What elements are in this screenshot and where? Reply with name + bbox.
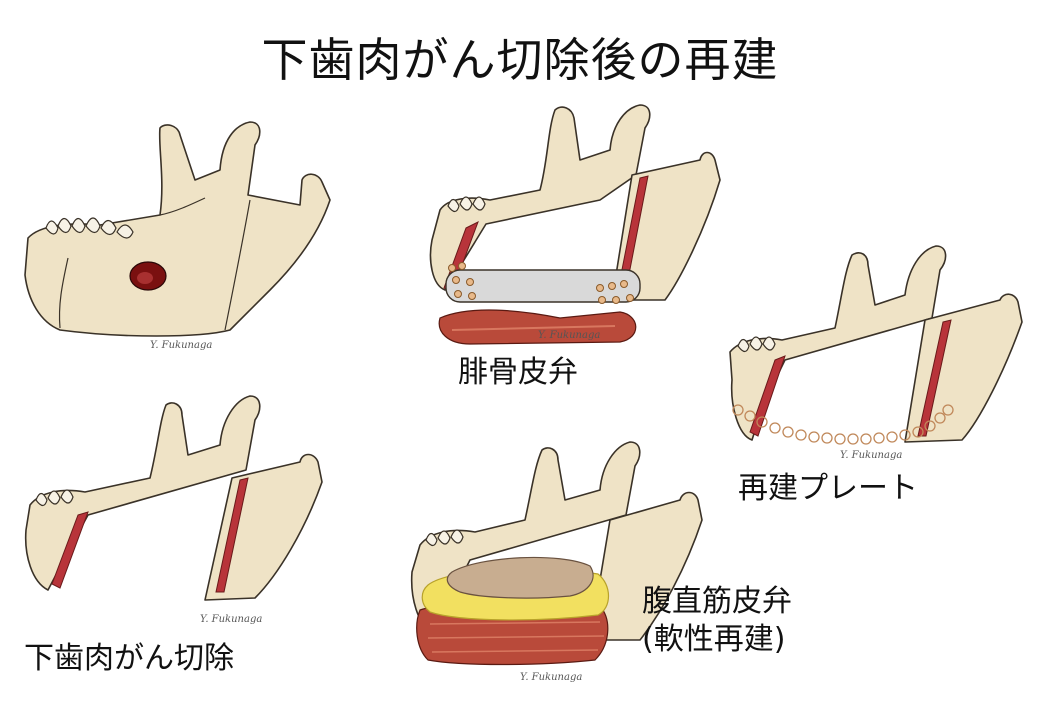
tooth — [437, 530, 451, 545]
rectus-flap-figure: Y. Fukunaga — [410, 441, 703, 683]
fibula-graft — [445, 269, 641, 303]
resection-margin — [215, 477, 249, 593]
tooth — [45, 220, 59, 235]
resection-margin — [749, 355, 786, 437]
tooth — [85, 217, 101, 234]
artist-signature: Y. Fukunaga — [520, 672, 582, 683]
tooth — [749, 336, 763, 351]
tooth — [35, 492, 48, 507]
flap-skin-paddle — [446, 556, 594, 599]
page-title: 下歯肉がん切除後の再建 — [261, 33, 779, 87]
tooth — [116, 224, 134, 239]
fixation-mini-plate — [448, 262, 634, 304]
label-fibula-flap: 腓骨皮弁 — [458, 355, 578, 390]
tooth — [425, 532, 438, 547]
reconstruction-plate-figure: Y. Fukunaga — [729, 245, 1023, 461]
label-reconstruction-plate: 再建プレート — [738, 471, 918, 506]
artist-signature: Y. Fukunaga — [840, 450, 902, 461]
resection-margin — [51, 511, 89, 589]
mandible-tumor-figure: Y. Fukunaga — [24, 121, 331, 351]
label-rectus-flap-line1: 腹直筋皮弁 — [642, 584, 792, 619]
artist-signature: Y. Fukunaga — [150, 340, 212, 351]
fibula-flap-figure: Y. Fukunaga — [429, 104, 721, 345]
artist-signature: Y. Fukunaga — [538, 330, 600, 341]
mandible-posterior-segment — [204, 453, 323, 601]
tooth — [60, 489, 74, 504]
tooth — [737, 338, 750, 353]
tooth — [762, 336, 776, 351]
mandible-posterior-segment — [904, 293, 1023, 443]
label-rectus-flap-line2: (軟性再建) — [642, 621, 786, 657]
label-rectus-flap: 腹直筋皮弁 (軟性再建) — [642, 583, 792, 658]
tooth — [57, 217, 72, 234]
tooth — [47, 490, 61, 505]
mandible-anterior-segment — [729, 245, 947, 441]
tooth — [447, 198, 460, 213]
tooth — [450, 529, 464, 544]
tooth — [459, 196, 473, 211]
mandible-posterior-segment — [589, 491, 703, 641]
reconstruction-plate — [732, 404, 954, 445]
resection-result-figure: Y. Fukunaga — [24, 395, 323, 625]
artist-signature: Y. Fukunaga — [200, 614, 262, 625]
tooth — [472, 196, 486, 211]
mandible-anterior-segment — [24, 395, 261, 591]
resection-margin — [917, 319, 952, 437]
mandible-bone — [24, 121, 331, 337]
label-resection: 下歯肉がん切除 — [24, 641, 234, 676]
tooth — [100, 219, 117, 236]
tooth — [71, 217, 86, 234]
